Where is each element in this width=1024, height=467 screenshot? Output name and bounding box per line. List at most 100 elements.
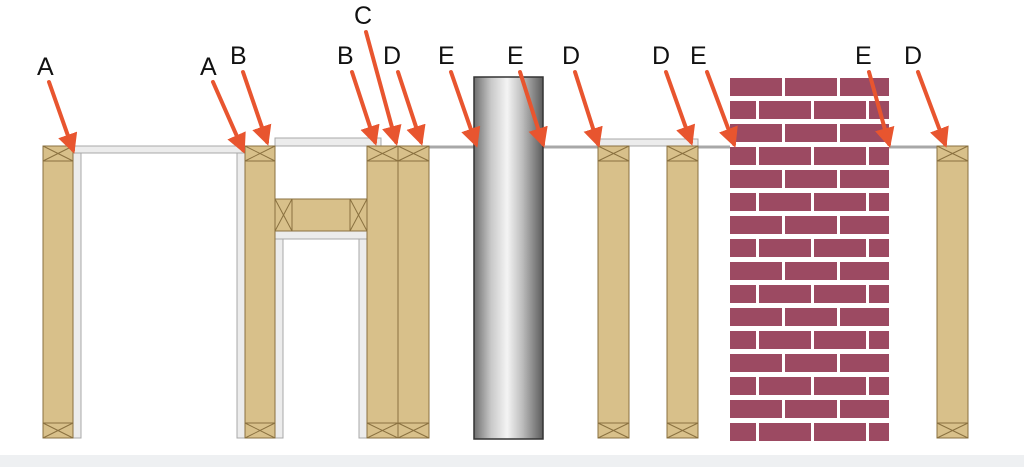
header-plate bbox=[274, 230, 368, 240]
brick bbox=[840, 78, 889, 96]
pointer-arrow bbox=[916, 70, 949, 148]
brick bbox=[730, 124, 782, 142]
label-e2: E bbox=[507, 42, 524, 70]
stud bbox=[244, 145, 276, 439]
stud bbox=[366, 145, 399, 439]
label-e3: E bbox=[690, 42, 707, 70]
top-plate bbox=[274, 137, 382, 147]
brick bbox=[869, 377, 889, 395]
brick bbox=[730, 239, 756, 257]
bottom-band bbox=[0, 455, 1024, 467]
brick bbox=[730, 78, 782, 96]
brick bbox=[814, 193, 866, 211]
pointer-arrow bbox=[449, 70, 481, 148]
brick bbox=[814, 147, 866, 165]
pointer-arrow bbox=[364, 30, 402, 146]
steel-column bbox=[473, 76, 544, 440]
jamb bbox=[274, 238, 284, 439]
brick bbox=[759, 331, 811, 349]
pointer-arrow bbox=[867, 70, 895, 148]
brick bbox=[785, 216, 837, 234]
pointer-arrow bbox=[241, 70, 272, 146]
brick bbox=[730, 147, 756, 165]
studs bbox=[42, 145, 969, 439]
labels: A A B B C D E E D D E E D bbox=[37, 2, 922, 81]
brick bbox=[730, 285, 756, 303]
pointer-arrow bbox=[573, 70, 603, 148]
brick bbox=[869, 239, 889, 257]
pointer-arrow bbox=[705, 70, 738, 148]
top-plate bbox=[72, 145, 246, 154]
label-e4: E bbox=[855, 42, 872, 70]
pointer-arrow bbox=[47, 80, 78, 154]
brick bbox=[730, 331, 756, 349]
stud bbox=[42, 145, 74, 439]
brick bbox=[730, 216, 782, 234]
stud bbox=[936, 145, 969, 439]
brick bbox=[814, 331, 866, 349]
pointer-arrow bbox=[350, 70, 380, 146]
brick bbox=[759, 239, 811, 257]
pointer-arrow bbox=[211, 80, 246, 154]
brick bbox=[785, 170, 837, 188]
label-a1: A bbox=[37, 53, 54, 81]
brick bbox=[814, 101, 866, 119]
brick bbox=[730, 377, 756, 395]
brick bbox=[869, 193, 889, 211]
label-b1: B bbox=[230, 42, 247, 70]
brick bbox=[730, 400, 782, 418]
pointer-arrow bbox=[518, 70, 548, 148]
brick bbox=[785, 354, 837, 372]
brick bbox=[869, 331, 889, 349]
brick bbox=[869, 423, 889, 441]
stud bbox=[397, 145, 430, 439]
stud bbox=[597, 145, 630, 439]
stud bbox=[666, 145, 699, 439]
brick bbox=[869, 147, 889, 165]
brick bbox=[840, 308, 889, 326]
label-d4: D bbox=[904, 42, 922, 70]
label-b2: B bbox=[337, 42, 354, 70]
brick bbox=[785, 308, 837, 326]
brick bbox=[814, 377, 866, 395]
brick bbox=[759, 193, 811, 211]
pointer-arrow bbox=[664, 70, 696, 146]
brick bbox=[840, 262, 889, 280]
brick bbox=[730, 354, 782, 372]
header-block bbox=[274, 198, 368, 232]
top-plate bbox=[597, 138, 699, 147]
label-c1: C bbox=[354, 2, 372, 30]
brick bbox=[785, 78, 837, 96]
label-d3: D bbox=[652, 42, 670, 70]
brick bbox=[814, 423, 866, 441]
brick bbox=[730, 101, 756, 119]
label-e1: E bbox=[438, 42, 455, 70]
brick bbox=[785, 400, 837, 418]
brick-wall bbox=[730, 77, 889, 443]
jamb bbox=[72, 152, 82, 439]
brick bbox=[730, 308, 782, 326]
jamb bbox=[358, 238, 368, 439]
label-d1: D bbox=[383, 42, 401, 70]
brick bbox=[814, 239, 866, 257]
brick bbox=[759, 423, 811, 441]
arrows bbox=[47, 30, 949, 154]
brick bbox=[759, 147, 811, 165]
jamb bbox=[236, 152, 246, 439]
brick bbox=[759, 101, 811, 119]
brick bbox=[840, 170, 889, 188]
brick bbox=[759, 377, 811, 395]
brick bbox=[730, 193, 756, 211]
brick bbox=[869, 285, 889, 303]
brick bbox=[840, 216, 889, 234]
brick bbox=[840, 354, 889, 372]
label-d2: D bbox=[562, 42, 580, 70]
brick bbox=[840, 400, 889, 418]
brick bbox=[785, 262, 837, 280]
brick bbox=[814, 285, 866, 303]
label-a2: A bbox=[200, 53, 217, 81]
brick bbox=[785, 124, 837, 142]
brick bbox=[730, 262, 782, 280]
brick bbox=[759, 285, 811, 303]
